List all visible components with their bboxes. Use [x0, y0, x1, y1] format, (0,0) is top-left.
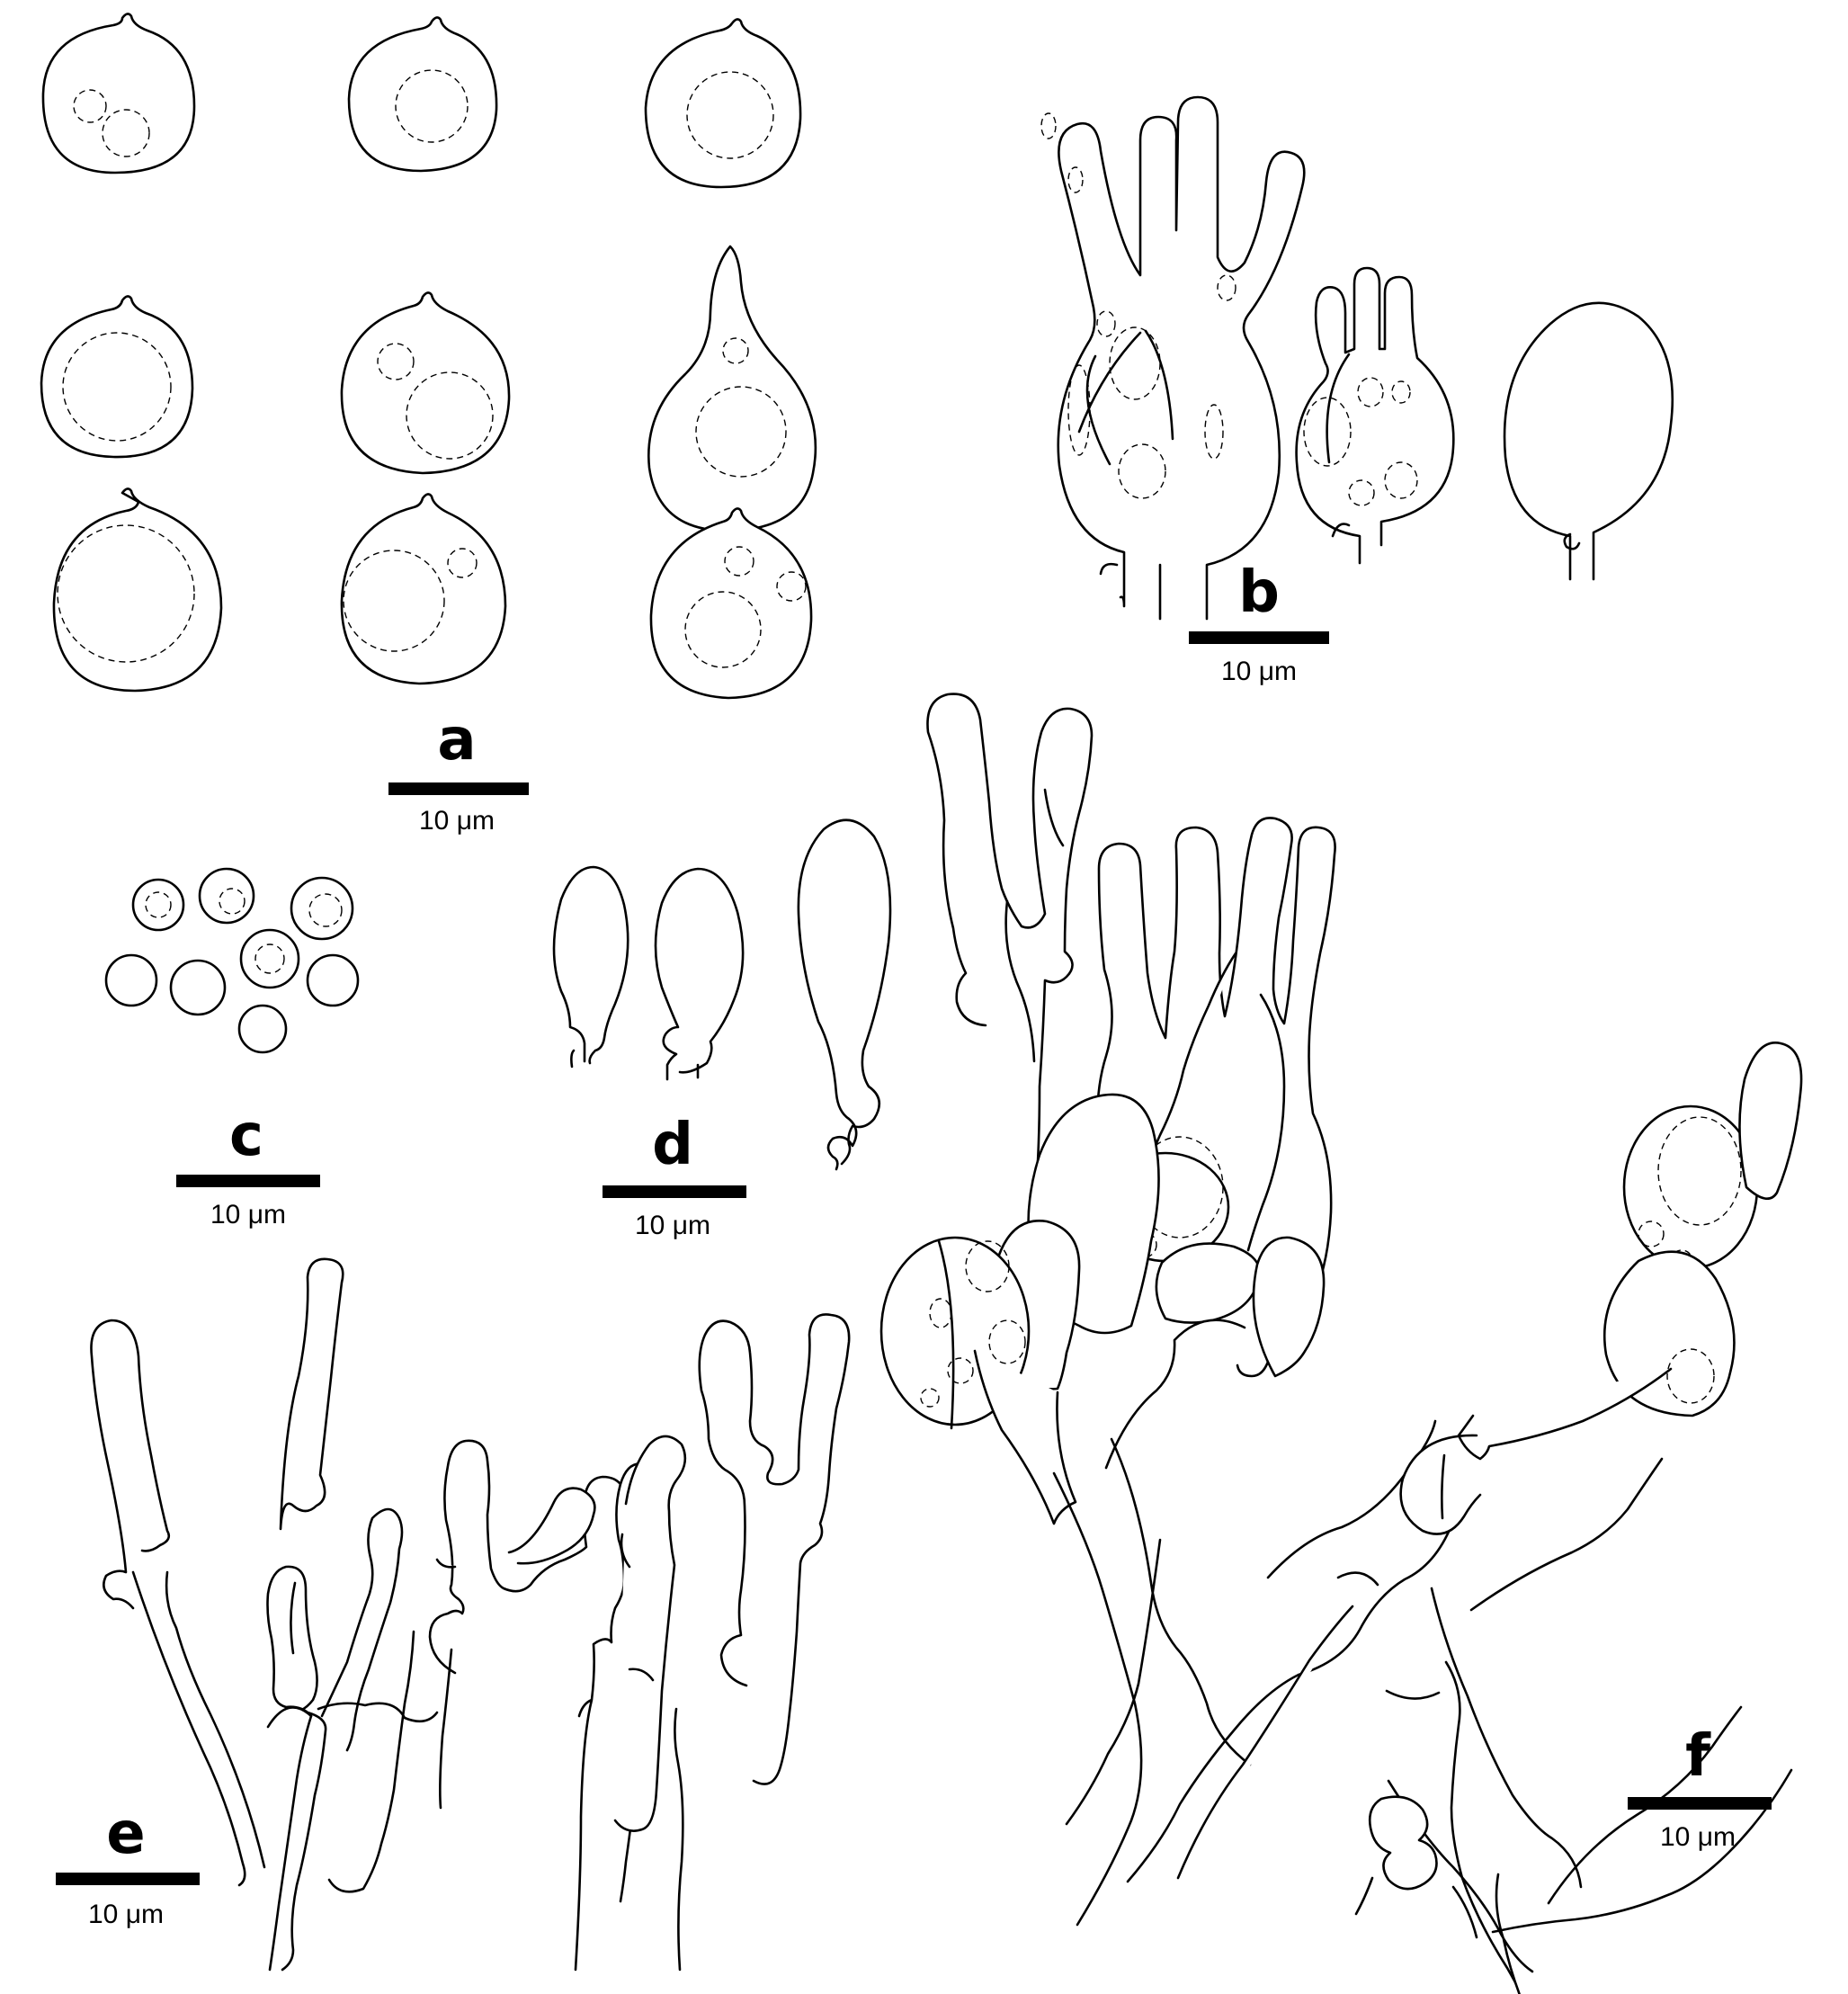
spore — [644, 18, 802, 189]
panel-b-scale-text: 10 μm — [1221, 657, 1297, 686]
panel-e-label: e — [106, 1801, 145, 1867]
panel-c-label: c — [229, 1103, 263, 1169]
panel-f-label: f — [1685, 1723, 1711, 1790]
panel-f-hyphae-cystidia — [879, 693, 1803, 1994]
panel-f-scale-bar — [1628, 1797, 1772, 1810]
panel-c-scale-bar — [176, 1175, 320, 1187]
spore — [340, 493, 507, 685]
panel-d-cystidia — [552, 818, 892, 1171]
basidium — [1295, 266, 1455, 565]
spore — [340, 291, 511, 475]
panel-f-scale-text: 10 μm — [1660, 1822, 1736, 1852]
panel-e-caption: e 10 μm — [56, 1801, 200, 1929]
panel-d-caption: d 10 μm — [603, 1112, 746, 1240]
panel-b-label: b — [1238, 559, 1280, 626]
spore — [52, 487, 223, 693]
panel-a-spores — [40, 13, 817, 700]
panel-a-label: a — [437, 707, 476, 773]
basidium — [1040, 95, 1306, 621]
spore — [649, 507, 813, 700]
panel-e-scale-bar — [56, 1873, 200, 1885]
panel-b-basidia — [1040, 95, 1674, 621]
panel-c-caption: c 10 μm — [176, 1103, 320, 1229]
spore — [41, 13, 196, 174]
panel-c-scale-text: 10 μm — [210, 1200, 286, 1229]
panel-a-scale-bar — [388, 782, 529, 795]
panel-a-caption: a 10 μm — [388, 707, 529, 836]
spore — [347, 16, 498, 173]
panel-b-caption: b 10 μm — [1189, 559, 1329, 686]
panel-e-scale-text: 10 μm — [88, 1900, 164, 1929]
panel-a-scale-text: 10 μm — [419, 806, 495, 836]
panel-d-label: d — [652, 1112, 693, 1178]
panel-d-scale-text: 10 μm — [635, 1211, 710, 1240]
panel-c-spores — [104, 867, 360, 1054]
panel-d-scale-bar — [603, 1185, 746, 1198]
panel-e-hyphae — [90, 1257, 851, 1972]
spore — [647, 245, 817, 532]
panel-b-scale-bar — [1189, 631, 1329, 644]
spore — [40, 295, 194, 459]
panel-f-caption: f 10 μm — [1628, 1723, 1772, 1852]
basidiole — [1503, 301, 1674, 581]
